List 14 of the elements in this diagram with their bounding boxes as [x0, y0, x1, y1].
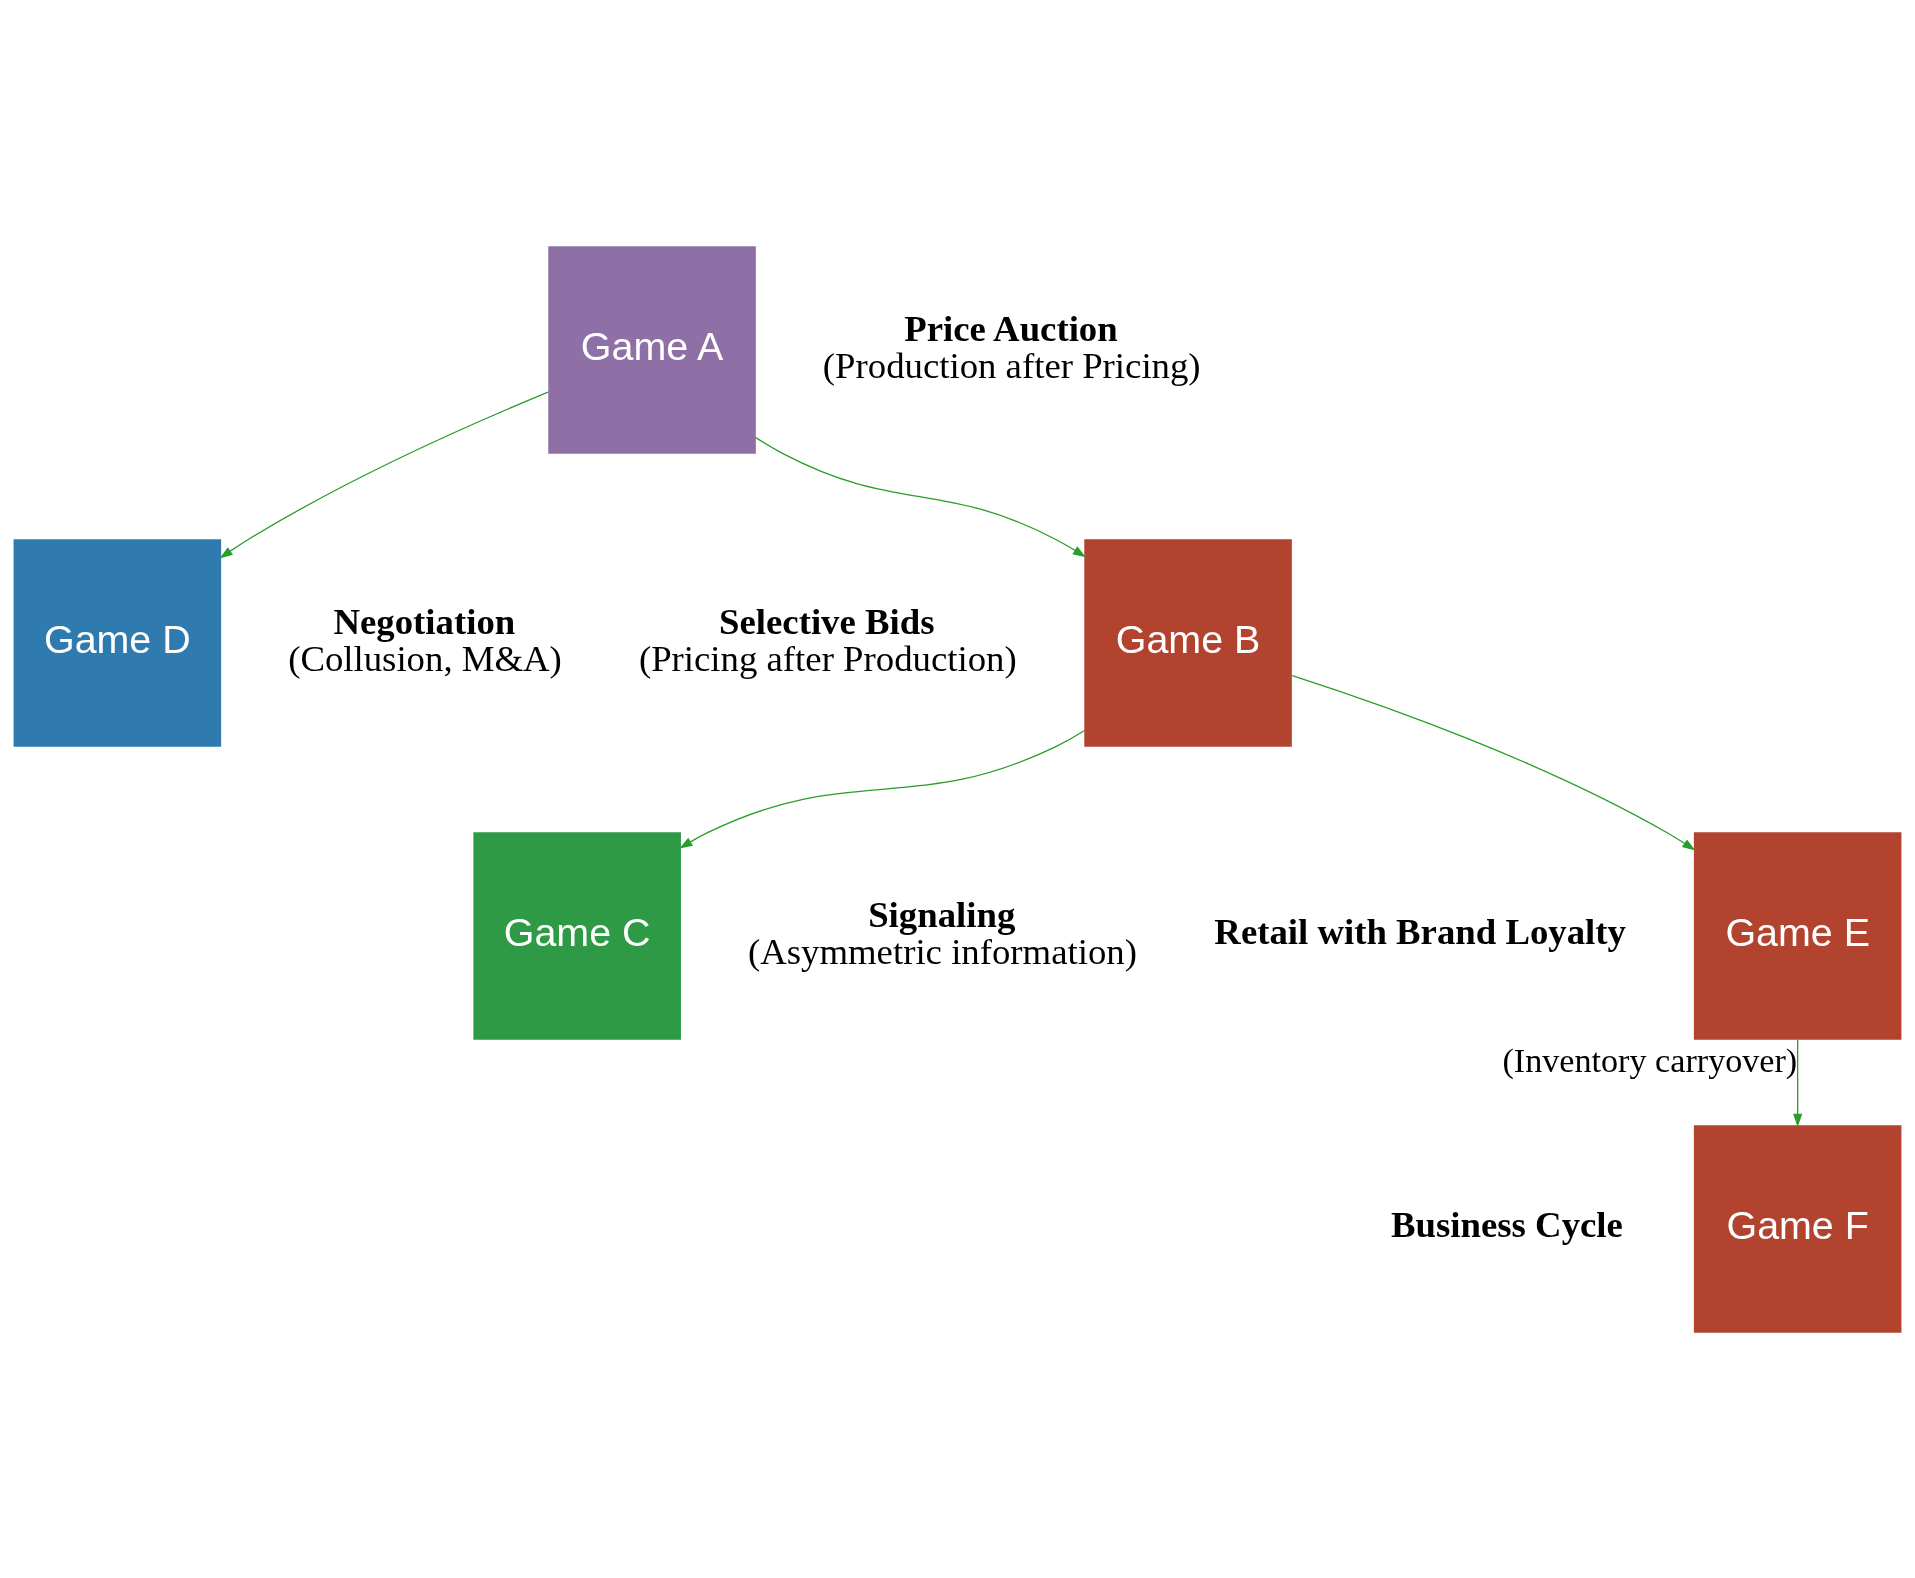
arrow: [1291, 674, 1696, 850]
arrow: [755, 436, 1086, 557]
node-box: Game C: [473, 831, 681, 1040]
node-box: Game D: [13, 538, 222, 747]
arrow: [1793, 1038, 1803, 1127]
node-box: Game A: [548, 245, 756, 454]
node-label: Business Cycle: [1391, 1203, 1623, 1245]
node-box: Game F: [1693, 1124, 1902, 1333]
arrow: [679, 729, 1085, 849]
arrow: [219, 390, 549, 558]
node-label: Retail with Brand Loyalty: [1214, 910, 1626, 952]
node-box: Game B: [1084, 538, 1292, 747]
edge-label: (Inventory carryover): [1502, 1041, 1798, 1079]
node-box: Game E: [1693, 831, 1902, 1040]
